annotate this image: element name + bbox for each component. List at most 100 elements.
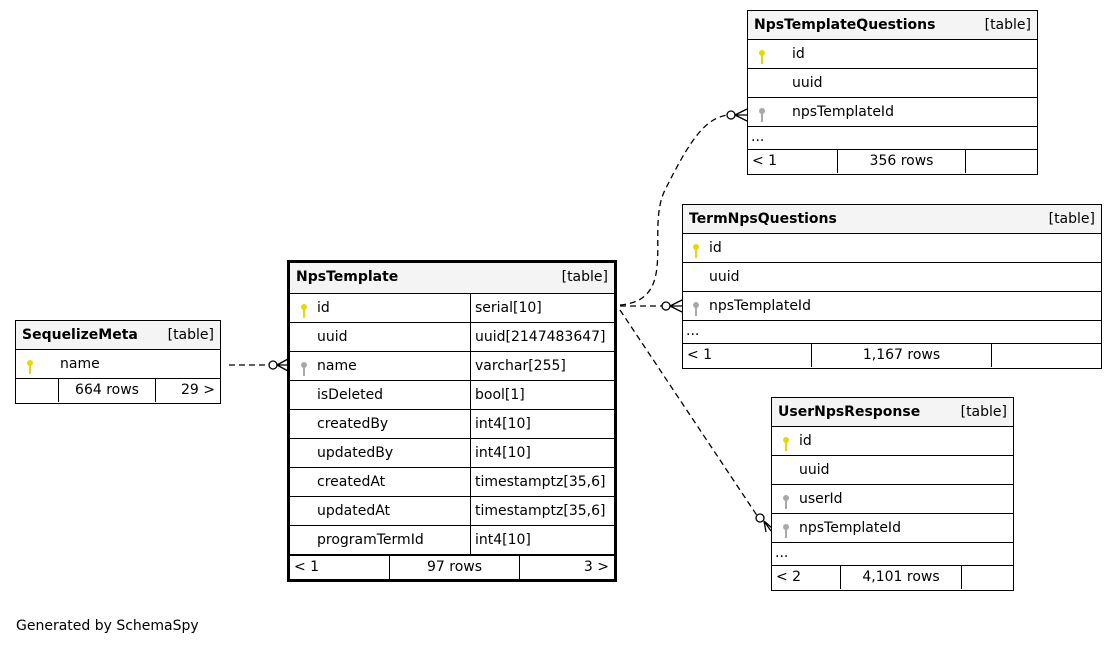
column-row[interactable]: id [772, 427, 1013, 456]
column-name: updatedBy [317, 445, 394, 461]
parents-count[interactable]: < 1 [752, 153, 778, 169]
column-row[interactable]: name [16, 350, 220, 379]
column-name: name [317, 358, 357, 374]
row-count: 1,167 rows [811, 344, 991, 367]
column-row[interactable]: userId [772, 485, 1013, 514]
children-count [991, 344, 1101, 367]
column-type: serial[10] [470, 294, 614, 322]
children-count[interactable]: 3 > [519, 556, 614, 579]
foreign-key-icon [692, 299, 702, 316]
children-count[interactable]: 29 > [155, 379, 220, 402]
table-footer: < 1 1,167 rows [683, 344, 1101, 368]
table-type: [table] [1048, 211, 1095, 227]
table-name: NpsTemplateQuestions [754, 17, 936, 33]
column-name: uuid [317, 329, 348, 345]
primary-key-icon [692, 241, 702, 258]
children-count [961, 566, 1013, 589]
table-name: SequelizeMeta [22, 327, 138, 343]
row-count: 664 rows [58, 379, 155, 402]
more-columns-ellipsis: ... [683, 321, 1101, 344]
column-row[interactable]: updatedAt timestamptz[35,6] [290, 497, 614, 526]
column-name: createdAt [317, 474, 386, 490]
column-row[interactable]: name varchar[255] [290, 352, 614, 381]
column-row[interactable]: npsTemplateId [772, 514, 1013, 543]
column-type: uuid[2147483647] [470, 323, 614, 351]
foreign-key-icon [782, 521, 792, 538]
column-name: uuid [709, 269, 740, 285]
column-name: createdBy [317, 416, 389, 432]
table-header: NpsTemplate [table] [290, 263, 614, 294]
column-type: int4[10] [470, 526, 614, 554]
parents-count[interactable]: < 1 [294, 559, 320, 575]
table-header: SequelizeMeta [table] [16, 321, 220, 350]
table-name: TermNpsQuestions [689, 211, 837, 227]
table-footer: < 1 356 rows [748, 150, 1037, 174]
row-count: 97 rows [389, 556, 519, 579]
column-type: timestamptz[35,6] [470, 468, 614, 496]
table-termnpsquestions[interactable]: TermNpsQuestions [table] id uuid npsTemp… [682, 204, 1102, 369]
foreign-key-icon [300, 359, 310, 376]
column-type: int4[10] [470, 439, 614, 467]
table-npstemplatequestions[interactable]: NpsTemplateQuestions [table] id uuid nps… [747, 10, 1038, 175]
primary-key-icon [782, 434, 792, 451]
table-name: NpsTemplate [296, 269, 399, 285]
column-type: timestamptz[35,6] [470, 497, 614, 525]
children-count [965, 150, 1037, 173]
table-header: TermNpsQuestions [table] [683, 205, 1101, 234]
parents-count[interactable]: < 2 [776, 569, 802, 585]
more-columns-ellipsis: ... [748, 127, 1037, 150]
table-footer: < 2 4,101 rows [772, 566, 1013, 590]
column-row[interactable]: id [683, 234, 1101, 263]
column-name: userId [799, 491, 843, 507]
table-type: [table] [960, 404, 1007, 420]
generated-by-label: Generated by SchemaSpy [16, 618, 199, 634]
table-type: [table] [984, 17, 1031, 33]
column-name: isDeleted [317, 387, 384, 403]
column-name: npsTemplateId [792, 104, 894, 120]
column-row[interactable]: isDeleted bool[1] [290, 381, 614, 410]
column-name: programTermId [317, 532, 424, 548]
column-row[interactable]: createdAt timestamptz[35,6] [290, 468, 614, 497]
column-row[interactable]: id serial[10] [290, 294, 614, 323]
column-name: id [799, 433, 812, 449]
column-type: varchar[255] [470, 352, 614, 380]
column-row[interactable]: uuid [748, 69, 1037, 98]
table-name: UserNpsResponse [778, 404, 921, 420]
table-npstemplate[interactable]: NpsTemplate [table] id serial[10] uuid u… [287, 260, 617, 582]
column-name: uuid [792, 75, 823, 91]
column-row[interactable]: id [748, 40, 1037, 69]
table-header: UserNpsResponse [table] [772, 398, 1013, 427]
column-name: id [317, 300, 330, 316]
column-row[interactable]: updatedBy int4[10] [290, 439, 614, 468]
column-row[interactable]: uuid [683, 263, 1101, 292]
column-row[interactable]: uuid uuid[2147483647] [290, 323, 614, 352]
link-npstemplate-userresponse [619, 309, 761, 521]
table-type: [table] [561, 269, 608, 285]
column-row[interactable]: npsTemplateId [748, 98, 1037, 127]
primary-key-icon [758, 47, 768, 64]
link-npstemplate-questions [619, 114, 729, 306]
column-name: id [792, 46, 805, 62]
column-row[interactable]: npsTemplateId [683, 292, 1101, 321]
primary-key-icon [26, 357, 36, 374]
column-name: name [60, 356, 100, 372]
table-usernpsresponse[interactable]: UserNpsResponse [table] id uuid userId n… [771, 397, 1014, 591]
column-name: updatedAt [317, 503, 391, 519]
table-footer: < 1 97 rows 3 > [290, 555, 614, 579]
table-sequelizemeta[interactable]: SequelizeMeta [table] name 664 rows 29 > [15, 320, 221, 404]
column-row[interactable]: createdBy int4[10] [290, 410, 614, 439]
column-row[interactable]: programTermId int4[10] [290, 526, 614, 555]
column-type: bool[1] [470, 381, 614, 409]
column-name: uuid [799, 462, 830, 478]
column-name: npsTemplateId [709, 298, 811, 314]
column-row[interactable]: uuid [772, 456, 1013, 485]
parents-count[interactable]: < 1 [687, 347, 713, 363]
foreign-key-icon [782, 492, 792, 509]
table-type: [table] [167, 327, 214, 343]
primary-key-icon [300, 301, 310, 318]
parents-count [19, 379, 58, 402]
table-footer: 664 rows 29 > [16, 379, 220, 403]
row-count: 4,101 rows [840, 566, 961, 589]
column-name: npsTemplateId [799, 520, 901, 536]
